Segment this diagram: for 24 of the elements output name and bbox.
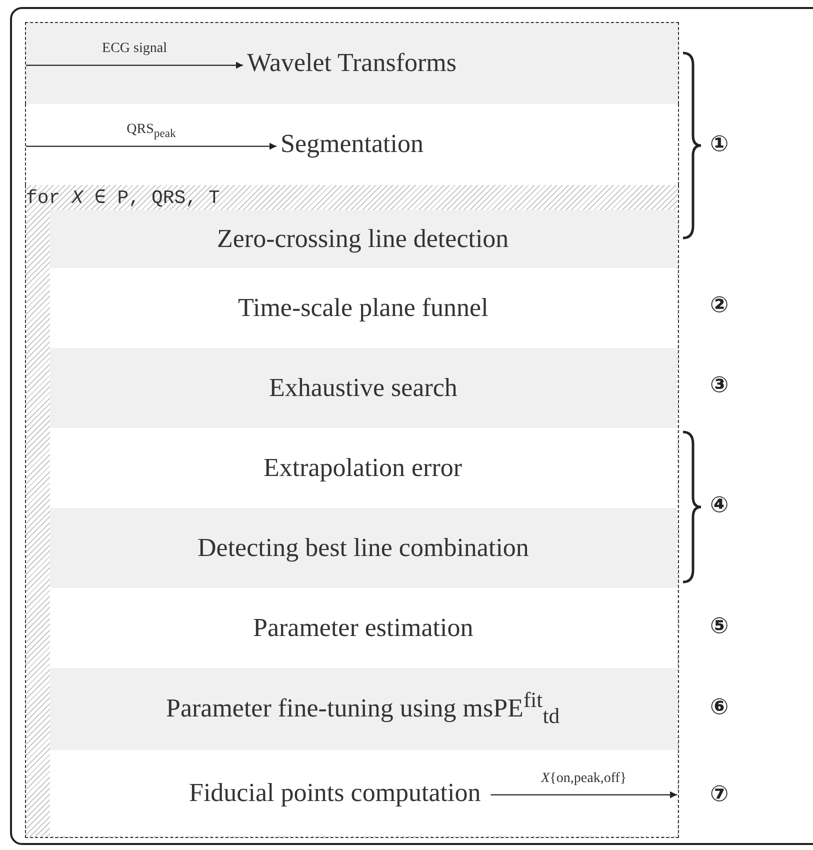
- step-number: ⑤: [710, 614, 729, 639]
- step-number: ⑥: [710, 695, 729, 720]
- step-label: Wavelet Transforms: [247, 49, 456, 78]
- step-number: ②: [710, 293, 729, 318]
- loop-region: [25, 185, 679, 838]
- step-number: ①: [710, 132, 729, 157]
- step-label: Detecting best line combination: [198, 534, 529, 562]
- step-label: Extrapolation error: [264, 454, 462, 482]
- step-number: ⑦: [710, 782, 729, 807]
- step-number: ④: [710, 493, 729, 518]
- edge-label: X{on,peak,off}: [541, 770, 627, 787]
- step-label: Time-scale plane funnel: [238, 294, 488, 322]
- edge-label: QRS$_{peak}$: [126, 122, 176, 140]
- edge-label: ECG signal: [102, 41, 167, 58]
- step-number: ③: [710, 373, 729, 398]
- step-label: Zero-crossing line detection: [217, 224, 509, 254]
- step-label: Fiducial points computation: [189, 778, 481, 808]
- step-label: Exhaustive search: [269, 374, 458, 402]
- step-label: Parameter estimation: [253, 614, 474, 642]
- loop-label: for X ∈ P, QRS, T: [26, 186, 220, 209]
- step-label: Segmentation: [280, 130, 424, 159]
- arrow: [490, 791, 677, 798]
- arrow: [26, 62, 243, 69]
- arrow: [26, 142, 276, 150]
